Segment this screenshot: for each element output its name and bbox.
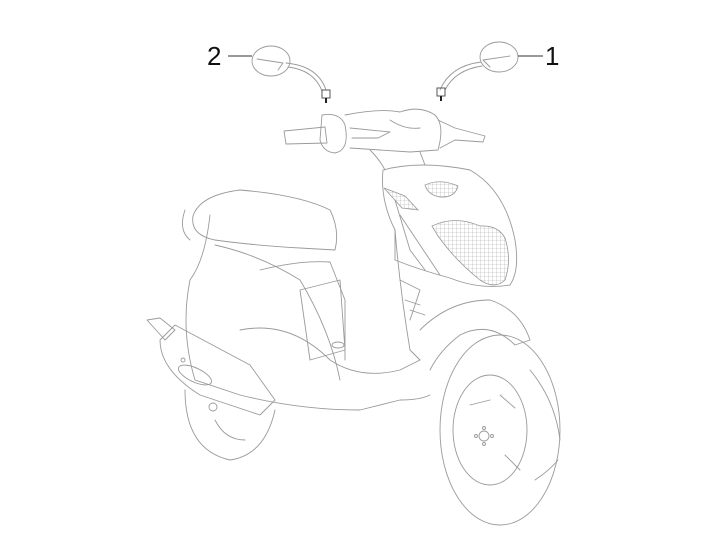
callout-2: 2	[207, 41, 222, 71]
right-mirror[interactable]	[436, 41, 519, 101]
callout-1: 1	[545, 41, 560, 71]
left-mirror[interactable]	[251, 45, 331, 103]
handlebar	[283, 108, 486, 154]
exhaust-rear-wheel	[146, 317, 276, 461]
seat-body	[181, 189, 431, 411]
front-shield	[369, 149, 518, 361]
front-fender	[399, 279, 531, 371]
front-wheel	[439, 334, 561, 526]
